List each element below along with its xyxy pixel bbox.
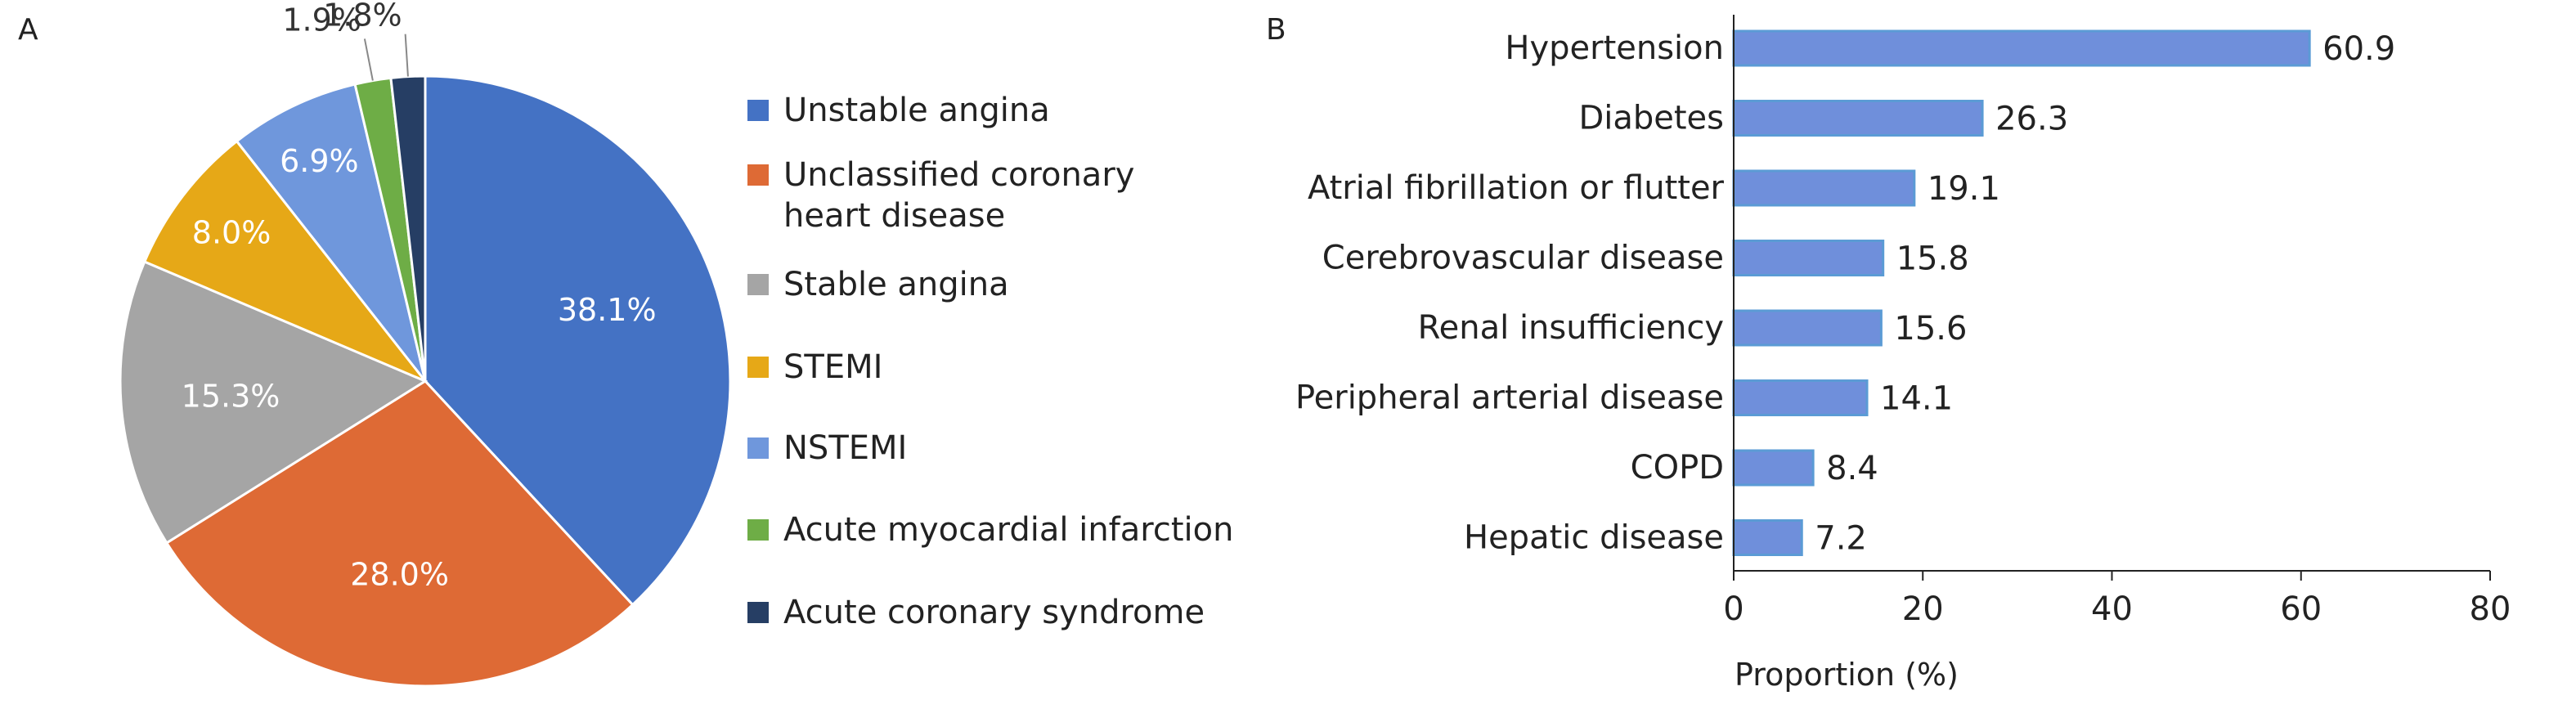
- bar-cerebrovascular-disease: [1732, 240, 1885, 276]
- legend-item-acute-coronary-syndrome: Acute coronary syndrome: [747, 594, 1205, 631]
- pie-label-stemi: 8.0%: [192, 215, 272, 251]
- bar-peripheral-arterial-disease: [1732, 379, 1869, 416]
- bar-category-peripheral-arterial-disease: Peripheral arterial disease: [1295, 379, 1724, 417]
- legend-swatch: [747, 357, 769, 378]
- legend-label: STEMI: [783, 348, 882, 386]
- legend-swatch: [747, 602, 769, 623]
- bar-diabetes: [1732, 100, 1984, 137]
- legend-item-acute-myocardial-infarction: Acute myocardial infarction: [747, 511, 1233, 549]
- bar-value-renal-insufficiency: 15.6: [1894, 310, 1967, 348]
- x-tick-label-60: 60: [2280, 590, 2322, 628]
- bar-x-axis: 0 20 40 60 80: [1723, 15, 2511, 628]
- x-tick-label-0: 0: [1723, 590, 1744, 628]
- bar-copd: [1732, 449, 1815, 487]
- legend-label: Acute myocardial infarction: [783, 511, 1233, 549]
- legend-swatch: [747, 164, 769, 186]
- bar-value-hypertension: 60.9: [2322, 30, 2395, 68]
- bar-atrial-fibrillation-or-flutter: [1732, 169, 1916, 207]
- panel-a-label: A: [18, 13, 38, 47]
- bar-value-copd: 8.4: [1826, 450, 1878, 487]
- legend-label: NSTEMI: [783, 429, 907, 467]
- bar-hypertension: [1732, 29, 2311, 67]
- pie-slice-stemi: [142, 139, 427, 383]
- pie-slice-stable-angina: [119, 260, 429, 545]
- pie-slice-nstemi: [235, 83, 427, 382]
- legend-item-stemi: STEMI: [747, 348, 882, 386]
- bar-category-hypertension: Hypertension: [1505, 29, 1724, 67]
- pie-label-acute-myocardial-infarction: 1.9%: [282, 2, 361, 38]
- legend-swatch: [747, 519, 769, 541]
- x-tick-label-20: 20: [1902, 590, 1944, 628]
- bar-value-diabetes: 26.3: [1995, 101, 2068, 138]
- bar-category-renal-insufficiency: Renal insufficiency: [1418, 309, 1724, 347]
- pie-label-nstemi: 6.9%: [280, 143, 359, 179]
- panel-b-label: B: [1266, 13, 1286, 47]
- legend-label: Unstable angina: [783, 92, 1050, 129]
- legend-swatch: [747, 100, 769, 121]
- pie-label-acute-coronary-syndrome: 1.8%: [323, 0, 402, 34]
- legend-swatch: [747, 274, 769, 295]
- bar-category-diabetes: Diabetes: [1578, 100, 1724, 137]
- x-axis-title: Proportion (%): [1735, 657, 1959, 693]
- legend-label: Unclassified coronary: [783, 156, 1134, 194]
- bar-hepatic-disease: [1732, 519, 1803, 556]
- legend-label: Stable angina: [783, 266, 1009, 303]
- bar-renal-insufficiency: [1732, 309, 1883, 347]
- bar-value-labels: 60.9 26.3 19.1 15.8 15.6 14.18.4 7.2: [1815, 30, 2395, 558]
- pie-label-stable-angina: 15.3%: [182, 379, 280, 415]
- legend-item-stable-angina: Stable angina: [747, 266, 1009, 303]
- bar-category-hepatic-disease: Hepatic disease: [1464, 519, 1724, 557]
- bar-value-peripheral-arterial-disease: 14.1: [1880, 380, 1953, 418]
- x-tick-label-40: 40: [2091, 590, 2133, 628]
- panel-a-pie-chart: A 38.1% 28.0% 15.3% 8.0%6.9% 1.9%1.8% Unstab…: [18, 0, 1233, 688]
- bar-category-copd: COPD: [1631, 449, 1724, 487]
- pie-slice-unstable-angina: [424, 74, 732, 607]
- pie-leader-acute-coronary-syndrome: [404, 34, 409, 77]
- legend-item-unstable-angina: Unstable angina: [747, 92, 1050, 129]
- pie-value-labels: 38.1% 28.0% 15.3% 8.0%6.9% 1.9%1.8%: [182, 0, 657, 593]
- x-tick-label-80: 80: [2470, 590, 2511, 628]
- legend-swatch: [747, 438, 769, 459]
- pie-label-unclassified-coronary-heart-disease: 28.0%: [350, 557, 449, 593]
- bar-value-cerebrovascular-disease: 15.8: [1896, 240, 1969, 278]
- bar-category-cerebrovascular-disease: Cerebrovascular disease: [1322, 240, 1724, 277]
- bar-value-atrial-fibrillation-or-flutter: 19.1: [1928, 170, 2000, 208]
- legend-label: heart disease: [783, 197, 1005, 235]
- legend-label: Acute coronary syndrome: [783, 594, 1205, 631]
- pie-slices: [119, 74, 732, 688]
- pie-slice-unclassified-coronary-heart-disease: [164, 379, 635, 688]
- legend-item-nstemi: NSTEMI: [747, 429, 907, 467]
- pie-leader-lines: [363, 34, 409, 81]
- pie-leader-acute-myocardial-infarction: [363, 38, 374, 81]
- bar-category-atrial-fibrillation-or-flutter: Atrial fibrillation or flutter: [1308, 169, 1725, 207]
- bar-value-hepatic-disease: 7.2: [1815, 520, 1867, 558]
- pie-label-unstable-angina: 38.1%: [558, 292, 657, 328]
